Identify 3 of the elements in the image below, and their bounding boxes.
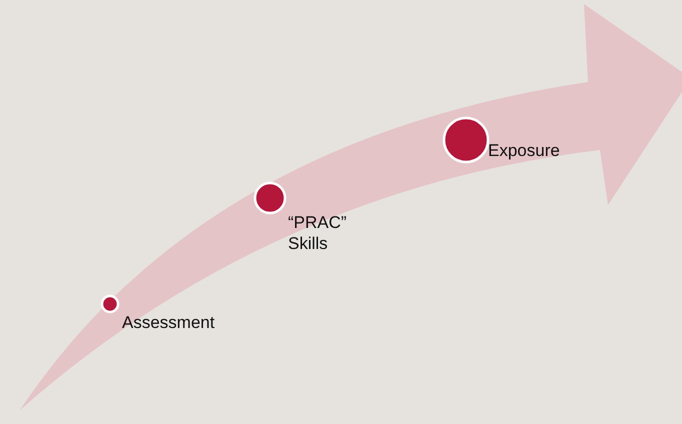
step-label: “PRAC” Skills — [288, 212, 348, 254]
step-label: Exposure — [488, 140, 561, 161]
step-label: Assessment — [122, 312, 216, 333]
